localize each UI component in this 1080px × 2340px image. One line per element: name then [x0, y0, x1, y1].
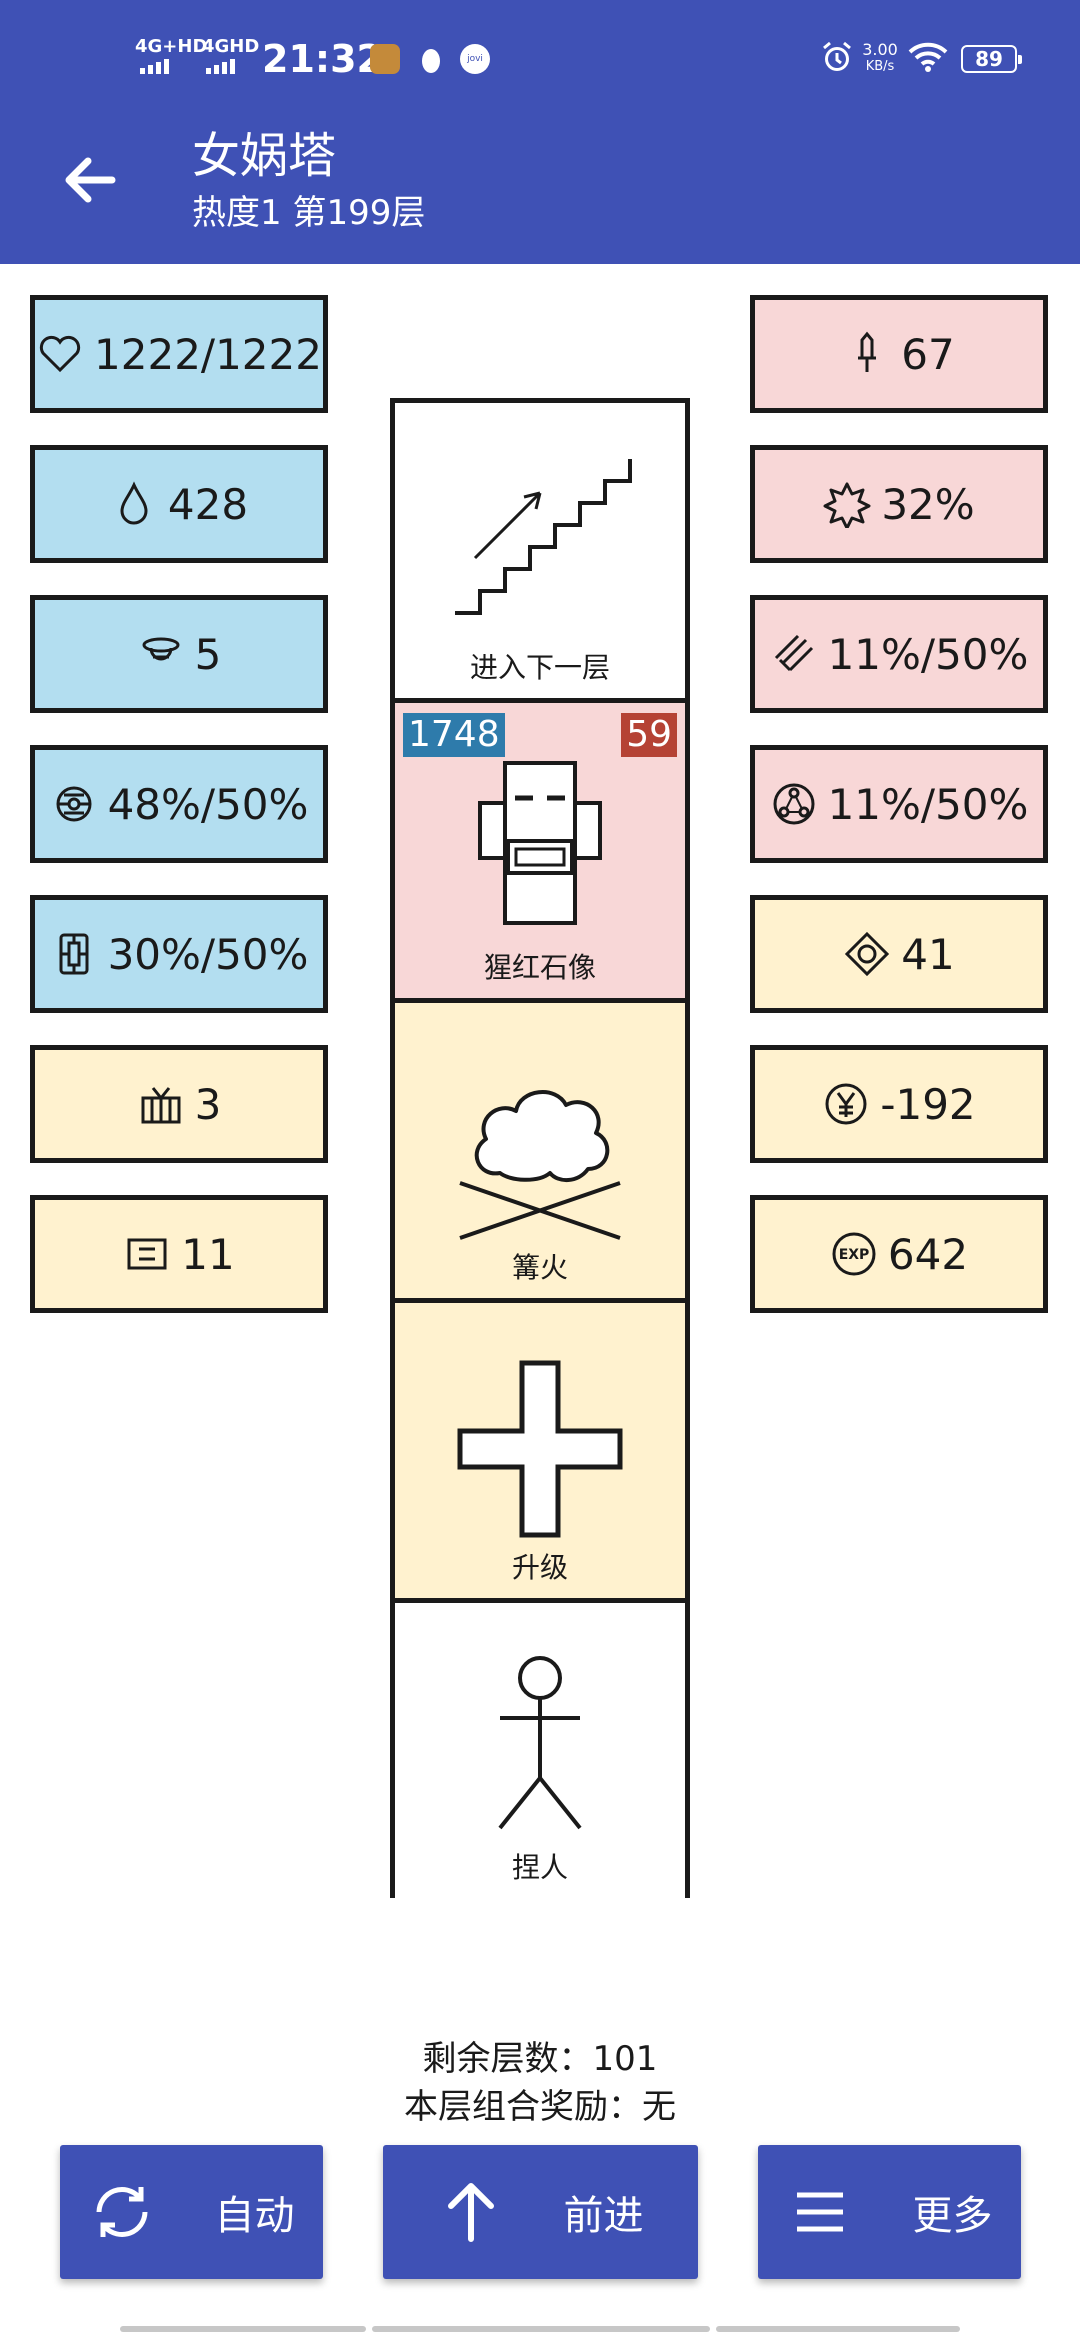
stat-hp[interactable]: 1222/1222	[30, 295, 328, 413]
network-label-1: 4G+HD	[135, 36, 208, 57]
auto-button[interactable]: 自动	[60, 2145, 323, 2279]
stat-crit[interactable]: 32%	[750, 445, 1048, 563]
stat-triad[interactable]: 11%/50%	[750, 745, 1048, 863]
enemy-hp-badge: 1748	[403, 713, 505, 757]
back-arrow-icon[interactable]	[60, 150, 120, 210]
forward-button[interactable]: 前进	[383, 2145, 698, 2279]
exp-icon: EXP	[832, 1232, 876, 1276]
triad-icon	[773, 783, 815, 825]
netspeed-unit: KB/s	[865, 59, 895, 74]
golem-icon	[478, 761, 602, 925]
arrow-up-icon	[447, 2183, 494, 2242]
stat-value: 41	[901, 929, 955, 979]
app-bar: 4G+HD 4GHD 21:32 jovi 3.00 KB/s 89 女娲塔 热…	[0, 0, 1080, 264]
sword-icon	[858, 331, 877, 372]
signal-icon	[140, 58, 169, 74]
room-column: 进入下一层 1748 59 猩红石像 篝火 升级 捏人	[390, 398, 690, 1903]
signal-icon	[206, 58, 235, 74]
room-next-floor[interactable]: 进入下一层	[395, 403, 685, 703]
jovi-icon: jovi	[460, 44, 490, 74]
room-label: 进入下一层	[469, 651, 610, 684]
stat-value: 32%	[881, 479, 975, 529]
remaining-floors: 剩余层数：101	[422, 2039, 658, 2079]
stat-attack[interactable]: 67	[750, 295, 1048, 413]
stat-defense[interactable]: 5	[30, 595, 328, 713]
room-label: 捏人	[511, 1851, 568, 1884]
stat-gems[interactable]: 41	[750, 895, 1048, 1013]
heart-icon	[39, 335, 81, 373]
room-character[interactable]: 捏人	[395, 1603, 685, 1903]
alarm-icon	[823, 41, 851, 71]
yen-icon	[825, 1083, 867, 1125]
stat-value: 11%/50%	[827, 779, 1029, 829]
refresh-icon	[96, 2186, 147, 2238]
floor-bonus: 本层组合奖励：无	[404, 2087, 676, 2127]
enemy-atk-badge: 59	[621, 713, 677, 757]
stat-value: 642	[887, 1229, 969, 1279]
stat-value: -192	[880, 1079, 976, 1129]
clock: 21:32	[262, 37, 383, 81]
penguin-icon	[416, 44, 446, 74]
netspeed-value: 3.00	[862, 40, 898, 59]
orb-icon	[56, 786, 92, 822]
gesture-bar	[120, 2326, 366, 2332]
stat-value: 1222/1222	[94, 329, 322, 379]
menu-icon	[796, 2192, 843, 2232]
gem-icon	[845, 931, 890, 977]
svg-text:EXP: EXP	[839, 1247, 870, 1263]
stat-resist[interactable]: 48%/50%	[30, 745, 328, 863]
more-button[interactable]: 更多	[758, 2145, 1021, 2279]
helmet-icon	[142, 637, 180, 661]
stairs-icon	[455, 459, 632, 615]
stat-exp[interactable]: EXP 642	[750, 1195, 1048, 1313]
stat-pierce[interactable]: 11%/50%	[750, 595, 1048, 713]
stat-value: 11	[181, 1229, 235, 1279]
stat-block[interactable]: 30%/50%	[30, 895, 328, 1013]
burst-icon	[823, 482, 871, 528]
page-title: 女娲塔	[192, 128, 337, 184]
room-upgrade[interactable]: 升级	[395, 1303, 685, 1603]
drop-icon	[120, 481, 148, 525]
gesture-bar	[372, 2326, 710, 2332]
stat-money[interactable]: -192	[750, 1045, 1048, 1163]
forward-label: 前进	[563, 2193, 644, 2239]
network-label-2: 4GHD	[202, 36, 260, 57]
room-label: 猩红石像	[483, 951, 596, 984]
stat-value: 30%/50%	[107, 929, 309, 979]
stat-value: 3	[194, 1079, 222, 1129]
gesture-bar	[716, 2326, 960, 2332]
more-label: 更多	[912, 2193, 993, 2239]
stat-value: 67	[901, 329, 955, 379]
shield-icon	[59, 933, 89, 975]
stat-value: 48%/50%	[107, 779, 309, 829]
card-icon	[127, 1238, 167, 1270]
page-subtitle: 热度1 第199层	[192, 193, 426, 233]
room-enemy[interactable]: 1748 59 猩红石像	[395, 703, 685, 1003]
stat-value: 11%/50%	[827, 629, 1029, 679]
wifi-icon	[908, 42, 948, 72]
stat-cards[interactable]: 11	[30, 1195, 328, 1313]
stat-value: 428	[167, 479, 249, 529]
stat-gifts[interactable]: 3	[30, 1045, 328, 1163]
cross-icon	[457, 1360, 623, 1538]
person-icon	[498, 1656, 582, 1830]
gift-icon	[141, 1087, 181, 1124]
slash-icon	[774, 634, 813, 672]
auto-label: 自动	[214, 2193, 295, 2239]
battery-indicator: 89	[961, 45, 1022, 73]
game-app-icon	[370, 44, 400, 74]
stat-mp[interactable]: 428	[30, 445, 328, 563]
room-label: 篝火	[511, 1251, 568, 1284]
stat-value: 5	[194, 629, 222, 679]
campfire-icon	[459, 1090, 621, 1240]
room-label: 升级	[511, 1551, 568, 1584]
room-campfire[interactable]: 篝火	[395, 1003, 685, 1303]
status-bar: 4G+HD 4GHD 21:32 jovi 3.00 KB/s 89	[0, 0, 1080, 120]
